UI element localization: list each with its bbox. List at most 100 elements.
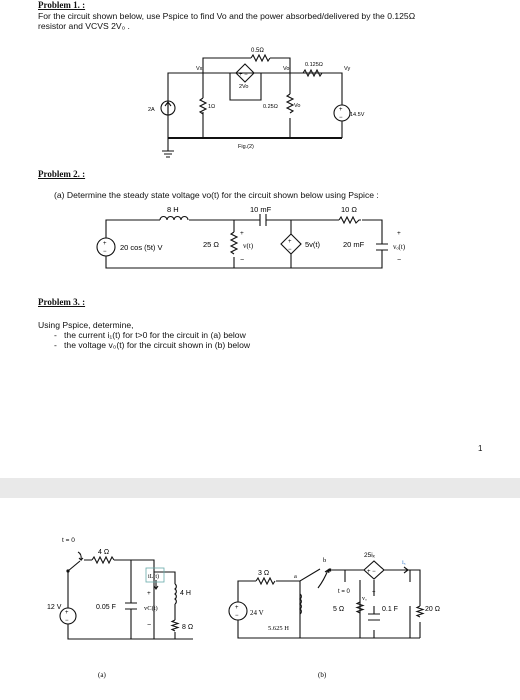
switch-arrow — [77, 551, 84, 562]
ix-arrow — [398, 566, 409, 574]
dependent-source-25ix: + − — [363, 560, 385, 580]
caption-a: (a) — [98, 671, 106, 679]
label-ix: iₓ — [402, 559, 406, 566]
label-vc: vC(t) — [144, 605, 158, 612]
label-vo-node: Vo — [294, 103, 300, 109]
il-label-box — [145, 567, 165, 583]
voltage-source-24v: + − — [228, 601, 248, 621]
ground-symbol — [162, 150, 174, 158]
label-plus-2: + — [397, 230, 401, 237]
label-plus-b: + — [372, 590, 376, 596]
label-5-ohm: 5 Ω — [333, 606, 344, 613]
label-20-ohm: 20 Ω — [425, 606, 440, 613]
vcvs-diamond: + − — [235, 63, 255, 83]
circuit-problem-1: + − + − 0.5Ω Vx Vo 0.125Ω Vy 2A 1Ω 2Vo 0… — [148, 48, 365, 158]
capacitor-20mf — [376, 243, 388, 251]
figure-caption: Fig.(2) — [238, 144, 254, 150]
label-20mf: 20 mF — [343, 240, 365, 249]
svg-text:−: − — [235, 613, 239, 619]
resistor-3-ohm — [255, 576, 276, 586]
problem-1-text-line-1: For the circuit shown below, use Pspice … — [38, 11, 416, 21]
inductor-5.625h — [299, 593, 302, 615]
problem-2-text: (a) Determine the steady state voltage v… — [54, 190, 379, 200]
capacitor-0.1f — [368, 613, 380, 621]
resistor-25-ohm — [229, 231, 239, 255]
caption-b: (b) — [318, 671, 327, 679]
label-r-1: 1Ω — [208, 104, 215, 110]
label-8h: 8 H — [167, 205, 179, 214]
wire — [237, 568, 421, 639]
label-r-top: 0.5Ω — [251, 48, 264, 54]
circuit-problem-2: + − + − 8 H 10 mF 10 Ω 20 cos (5t) V 25 … — [96, 205, 406, 269]
label-3-ohm: 3 Ω — [258, 570, 269, 577]
svg-text:−: − — [65, 618, 69, 624]
label-il: iL(t) — [148, 573, 159, 580]
circuit-figure-b: + − + − 3 Ω a b 25iₓ iₓ t = 0 24 V 5.625… — [228, 552, 440, 679]
label-4h: 4 H — [180, 590, 191, 597]
label-r-0125: 0.125Ω — [305, 62, 323, 68]
svg-text:+: + — [235, 605, 239, 611]
label-4-ohm: 4 Ω — [98, 549, 109, 556]
label-minus: − — [147, 622, 151, 629]
label-vt: v(t) — [243, 242, 254, 250]
label-0.05f: 0.05 F — [96, 604, 116, 611]
inductor-4h — [174, 583, 177, 605]
svg-text:+: + — [339, 107, 343, 113]
label-10-ohm: 10 Ω — [341, 205, 357, 214]
label-5.625h: 5.625 H — [268, 625, 289, 632]
resistor-20-ohm — [415, 605, 425, 618]
dependent-source-diamond: + − — [280, 233, 302, 255]
label-t0: t = 0 — [62, 537, 75, 544]
switch-pivot — [66, 569, 70, 573]
label-minus-1: − — [240, 257, 244, 264]
label-source: 20 cos (5t) V — [120, 243, 163, 252]
resistor-0.25-ohm — [285, 93, 295, 114]
switch-b-arrow — [317, 568, 330, 589]
label-r-025: 0.25Ω — [263, 104, 278, 110]
label-plus: + — [147, 590, 151, 597]
voltage-source-12v: + − — [59, 607, 77, 625]
svg-text:+: + — [288, 239, 292, 245]
problem-3-item-2: the voltage v₀(t) for the circuit shown … — [64, 340, 251, 350]
label-t0-b: t = 0 — [338, 589, 351, 595]
svg-text:+ −: + − — [367, 569, 376, 575]
label-vo-b: vₒ — [362, 596, 367, 602]
label-vy: Vy — [344, 66, 350, 72]
label-10mf: 10 mF — [250, 205, 272, 214]
label-vo-mid: Vo — [283, 66, 289, 72]
inductor-8h — [159, 215, 189, 221]
resistor-10-ohm — [338, 215, 361, 225]
capacitor-10mf — [259, 214, 267, 226]
problem-3-heading: Problem 3. : — [38, 297, 86, 307]
current-source-2a — [160, 100, 176, 116]
svg-text:+ −: + − — [239, 72, 248, 78]
wire — [105, 219, 383, 269]
capacitor-0.05f — [125, 602, 137, 610]
circuit-figure-a: + − t = 0 4 Ω iL(t) 4 H 12 V 0.05 F + vC… — [47, 537, 193, 679]
label-a: a — [294, 573, 297, 580]
problem-1-text-line-2: resistor and VCVS 2V₀ . — [38, 21, 130, 31]
problem-3-intro: Using Pspice, determine, — [38, 320, 134, 330]
label-25ix: 25iₓ — [364, 552, 376, 559]
resistor-5-ohm — [355, 601, 365, 614]
resistor-1-ohm — [198, 97, 208, 115]
switch-b-contact — [328, 568, 332, 572]
document-page-1: Problem 1. : For the circuit shown below… — [0, 0, 520, 478]
svg-text:+: + — [65, 610, 69, 616]
resistor-0.5-ohm — [250, 53, 271, 63]
label-2a: 2A — [148, 107, 155, 113]
problem-3-bullet-2: - the voltage v₀(t) for the circuit show… — [54, 340, 251, 350]
label-24v: 24 V — [250, 609, 264, 617]
problem-2-heading: Problem 2. : — [38, 169, 86, 179]
resistor-0.125-ohm — [302, 68, 323, 78]
problem-3-bullet-1: - the current i₁(t) for t>0 for the circ… — [54, 330, 246, 340]
problem-1-heading: Problem 1. : — [38, 0, 86, 10]
label-0.1f: 0.1 F — [382, 606, 398, 613]
voltage-source-14.5v: + − — [333, 104, 351, 122]
document-page-2: + − t = 0 4 Ω iL(t) 4 H 12 V 0.05 F + vC… — [0, 498, 520, 700]
label-25-ohm: 25 Ω — [203, 240, 219, 249]
label-vcvs: 2Vo — [239, 84, 248, 90]
label-plus-1: + — [240, 230, 244, 237]
label-minus-2: − — [397, 257, 401, 264]
label-12v: 12 V — [47, 604, 62, 611]
